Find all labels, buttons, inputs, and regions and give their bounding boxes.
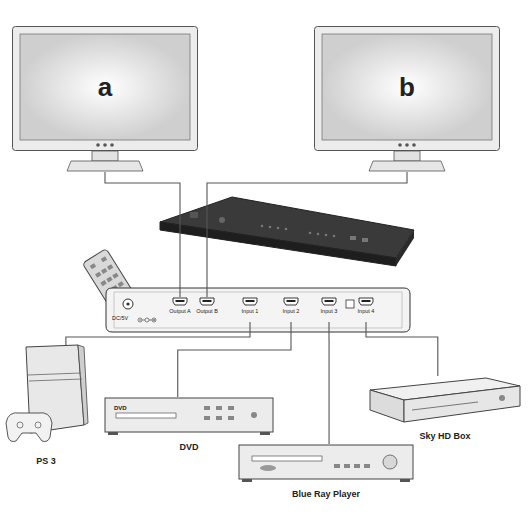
port-label: Input 4 <box>351 308 381 314</box>
box-slot <box>412 402 478 410</box>
switch-ir <box>219 217 225 223</box>
hdmi-cable <box>366 322 438 376</box>
hdmi-cable <box>178 322 291 397</box>
dvd-player: DVD DVD <box>102 397 276 453</box>
player-foot <box>260 432 270 435</box>
player-button <box>354 464 360 468</box>
monitor: b <box>312 26 502 172</box>
hdmi-cable <box>66 322 250 345</box>
hdmi-port: Output A <box>165 297 195 322</box>
port-socket <box>243 298 257 305</box>
box-button <box>499 395 505 401</box>
game-console: PS 3 <box>2 345 90 467</box>
player-button <box>204 406 210 410</box>
switch-leds <box>261 225 368 242</box>
monitor-dot <box>110 143 114 147</box>
hdmi-port: Input 3 <box>314 297 344 322</box>
hdmi-port: Input 2 <box>276 297 306 322</box>
player-foot <box>242 479 252 482</box>
screen-letter: b <box>312 34 502 140</box>
ir-port <box>346 300 354 308</box>
player-button <box>216 406 222 410</box>
player-body <box>105 398 273 432</box>
port-label: Output B <box>192 308 222 314</box>
port-pins <box>203 300 212 302</box>
player-button <box>216 416 222 420</box>
monitor-dot <box>96 143 100 147</box>
hdmi-cable <box>105 172 180 297</box>
monitor-dot <box>103 143 107 147</box>
back-panel <box>106 288 410 332</box>
controller-stick <box>17 422 23 428</box>
switch-button <box>190 212 198 218</box>
player-foot <box>108 432 118 435</box>
controller <box>6 413 52 442</box>
monitor: a <box>10 26 200 172</box>
port-label: Input 3 <box>314 308 344 314</box>
player-button <box>344 464 350 468</box>
device-label: DVD <box>114 405 127 412</box>
player-button <box>228 416 234 420</box>
player-knob <box>383 455 397 469</box>
player-button <box>334 464 340 468</box>
port-socket <box>284 298 298 305</box>
box-side <box>370 390 404 422</box>
set-top-box: Sky HD Box <box>366 376 524 442</box>
switch-side <box>396 230 414 266</box>
port-pins <box>362 300 371 302</box>
player-body <box>239 445 413 479</box>
hdmi-port: Input 1 <box>235 297 265 322</box>
port-pins <box>176 300 185 302</box>
monitor-base <box>369 161 445 171</box>
bluray-logo <box>260 465 276 471</box>
port-label: Output A <box>165 308 195 314</box>
player-button <box>204 416 210 420</box>
device-label: PS 3 <box>2 457 90 467</box>
console-groove <box>29 379 82 381</box>
bluray-player: Blue Ray Player <box>236 444 416 500</box>
monitor-dot <box>412 143 416 147</box>
monitor-dot <box>398 143 402 147</box>
device-label: Sky HD Box <box>366 432 524 442</box>
screen-letter: a <box>10 34 200 140</box>
port-socket <box>322 298 336 305</box>
player-foot <box>400 479 410 482</box>
controller-stick <box>35 422 41 428</box>
player-button <box>228 406 234 410</box>
player-knob <box>251 412 257 418</box>
switch-front <box>160 222 396 266</box>
console-side <box>78 345 88 425</box>
port-socket <box>173 298 187 305</box>
box-front <box>404 386 520 422</box>
port-socket <box>359 298 373 305</box>
monitor-neck <box>92 151 118 161</box>
port-pins <box>287 300 296 302</box>
disc-tray <box>252 456 322 461</box>
dc-jack-pin <box>126 302 129 305</box>
monitor-neck <box>394 151 420 161</box>
port-socket <box>200 298 214 305</box>
console-groove <box>28 373 81 375</box>
dc-jack <box>123 299 133 309</box>
power-label: DC/5V <box>112 315 128 321</box>
port-label: Input 1 <box>235 308 265 314</box>
player-button <box>364 464 370 468</box>
disc-tray <box>116 413 176 418</box>
polarity-symbol <box>138 318 156 322</box>
device-label: Blue Ray Player <box>236 490 416 500</box>
hdmi-port: Output B <box>192 297 222 322</box>
hdmi-cable <box>207 172 407 297</box>
hdmi-cable <box>328 322 329 444</box>
port-pins <box>246 300 255 302</box>
hdmi-port: Input 4 <box>351 297 381 322</box>
game-console-shape <box>4 345 88 467</box>
device-label: DVD <box>102 443 276 453</box>
port-label: Input 2 <box>276 308 306 314</box>
monitor-base <box>67 161 143 171</box>
port-pins <box>325 300 334 302</box>
back-panel-inner <box>114 292 402 328</box>
monitor-dot <box>405 143 409 147</box>
